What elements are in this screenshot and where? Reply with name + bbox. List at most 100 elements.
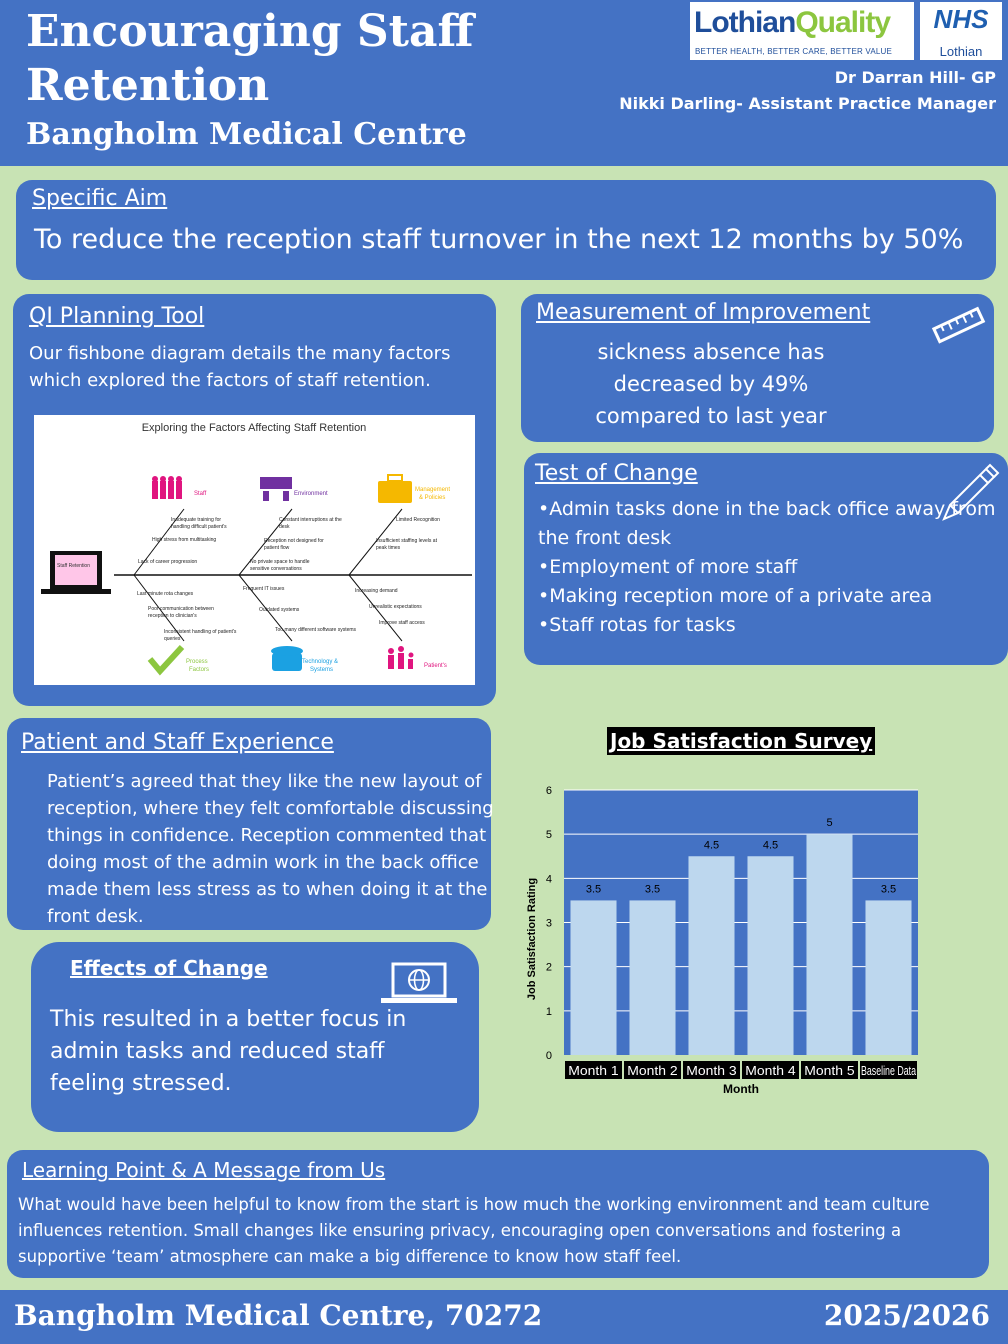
test-of-change-heading: Test of Change xyxy=(535,461,698,486)
specific-aim-heading: Specific Aim xyxy=(32,186,168,211)
chart-x-tick-bg xyxy=(860,1061,917,1079)
chart-y-axis-label: Job Satisfaction Rating xyxy=(526,878,538,1000)
nhs-logo xyxy=(920,2,1002,60)
cause-mgmt-1: Limited Recognition xyxy=(396,517,440,523)
chart-x-tick: Month 4 xyxy=(745,1063,795,1078)
lothian-quality-logo-text: LothianQuality xyxy=(694,6,891,39)
cause-pat-1: Increasing demand xyxy=(355,588,398,594)
cause-env-1a: Constant interruptions at the xyxy=(279,517,342,523)
specific-aim-panel: Specific Aim To reduce the reception sta… xyxy=(16,180,996,280)
chart-x-tick: Month 1 xyxy=(568,1063,618,1078)
learning-panel: Learning Point & A Message from Us What … xyxy=(7,1150,989,1278)
effects-panel: Effects of Change This resulted in a bet… xyxy=(31,942,479,1132)
qi-planning-heading: QI Planning Tool xyxy=(29,304,205,329)
cause-staff-1a: Inadequate training for xyxy=(171,517,221,523)
specific-aim-text: To reduce the reception staff turnover i… xyxy=(34,224,964,255)
chart-bar xyxy=(629,900,676,1055)
cause-pat-3: Improve staff access xyxy=(379,620,425,626)
cause-proc-2a: Poor communication between xyxy=(148,606,214,612)
cause-pat-2: Unrealistic expectations xyxy=(369,604,422,610)
cause-tech-1: Frequent IT issues xyxy=(243,586,285,592)
list-item: •Staff rotas for tasks xyxy=(538,614,736,636)
chart-x-axis-label: Month xyxy=(723,1082,759,1096)
poster-footer xyxy=(0,1290,1008,1344)
cause-staff-1b: handling difficult patient's xyxy=(171,524,227,530)
chart-x-tick: Month 3 xyxy=(686,1063,736,1078)
chart-bar xyxy=(806,834,853,1055)
nhs-region-text: Lothian xyxy=(939,44,983,59)
footer-year: 2025/2026 xyxy=(823,1299,990,1332)
poster-subtitle: Bangholm Medical Centre xyxy=(26,117,467,152)
cause-env-1b: desk xyxy=(279,524,290,530)
lothian-quality-logo xyxy=(690,2,914,60)
pen-icon xyxy=(942,463,1000,521)
cause-tech-3: Too many different software systems xyxy=(275,627,357,633)
chart-x-tick: Baseline Data xyxy=(861,1063,917,1078)
chart-data-label: 4.5 xyxy=(763,839,778,851)
chart-y-tick: 1 xyxy=(546,1006,552,1018)
cause-proc-2b: reception to clinician's xyxy=(148,613,197,619)
chart-data-label: 4.5 xyxy=(704,839,719,851)
briefcase-icon xyxy=(378,474,412,503)
learning-text: What would have been helpful to know fro… xyxy=(18,1195,930,1266)
chart-x-tick: Month 2 xyxy=(627,1063,677,1078)
chart-data-label: 3.5 xyxy=(645,883,660,895)
staff-category-icon xyxy=(152,476,182,499)
experience-heading: Patient and Staff Experience xyxy=(21,730,334,755)
list-item: •Employment of more staff xyxy=(538,556,798,578)
fishbone-cat-tech-2: Systems xyxy=(310,667,333,673)
fishbone-cat-proc-1: Process xyxy=(186,659,208,665)
environment-category-icon xyxy=(260,477,292,501)
experience-text: Patient’s agreed that they like the new … xyxy=(47,771,494,927)
qi-planning-panel: QI Planning Tool Our fishbone diagram de… xyxy=(13,294,496,706)
qi-planning-text: Our fishbone diagram details the many fa… xyxy=(29,343,451,391)
footer-practice-code: Bangholm Medical Centre, 70272 xyxy=(14,1299,543,1332)
measurement-panel: Measurement of Improvement sickness abse… xyxy=(521,294,994,442)
chart-x-tick-bg xyxy=(683,1061,740,1079)
chart-bar xyxy=(747,856,794,1055)
nhs-logo-text: NHS xyxy=(933,4,989,34)
poster-title-line-2: Retention xyxy=(26,60,270,111)
effects-heading: Effects of Change xyxy=(70,956,268,980)
chart-y-tick: 4 xyxy=(546,873,552,885)
check-icon xyxy=(147,644,185,676)
measurement-line-3: compared to last year xyxy=(595,404,827,428)
ruler-icon xyxy=(931,306,986,344)
chart-bar xyxy=(688,856,735,1055)
experience-panel: Patient and Staff Experience Patient’s a… xyxy=(7,718,494,930)
cause-env-2a: Reception not designed for xyxy=(264,538,324,544)
measurement-heading: Measurement of Improvement xyxy=(536,300,871,325)
chart-data-label: 3.5 xyxy=(586,883,601,895)
telephone-icon xyxy=(271,646,303,671)
chart-x-tick-bg xyxy=(742,1061,799,1079)
chart-bar xyxy=(570,900,617,1055)
learning-heading: Learning Point & A Message from Us xyxy=(22,1158,386,1182)
chart-y-tick: 5 xyxy=(546,829,552,841)
chart-y-tick: 0 xyxy=(546,1050,552,1062)
fishbone-cat-proc-2: Factors xyxy=(189,667,209,673)
poster-title-line-1: Encouraging Staff xyxy=(26,6,474,57)
measurement-text: sickness absence has decreased by 49% co… xyxy=(561,336,861,432)
fishbone-diagram: Exploring the Factors Affecting Staff Re… xyxy=(34,415,475,685)
fishbone-cat-staff: Staff xyxy=(194,491,207,497)
author-2: Nikki Darling- Assistant Practice Manage… xyxy=(619,94,996,113)
chart-x-tick-bg xyxy=(801,1061,858,1079)
cause-env-3a: No private space to handle xyxy=(250,559,310,565)
chart-data-label: 5 xyxy=(826,817,832,829)
logo-tagline: BETTER HEALTH, BETTER CARE, BETTER VALUE xyxy=(695,47,893,56)
cause-proc-1: Last minute rota changes xyxy=(137,591,194,597)
measurement-line-2: decreased by 49% xyxy=(613,372,809,396)
list-item: •Making reception more of a private area xyxy=(538,585,933,607)
fishbone-cat-environment: Environment xyxy=(294,491,328,497)
author-1: Dr Darran Hill- GP xyxy=(834,68,996,87)
chart-y-tick: 6 xyxy=(546,785,552,797)
laptop-globe-icon xyxy=(381,962,457,1003)
chart-bar xyxy=(865,900,912,1055)
fishbone-head-label: Staff Retention xyxy=(57,563,90,569)
effects-text: This resulted in a better focus in admin… xyxy=(50,1007,407,1096)
cause-mgmt-2a: Insufficient staffing levels at xyxy=(376,538,438,544)
test-of-change-list: •Admin tasks done in the back office awa… xyxy=(538,495,998,640)
chart-data-label: 3.5 xyxy=(881,883,896,895)
cause-tech-2: Outdated systems xyxy=(259,607,300,613)
